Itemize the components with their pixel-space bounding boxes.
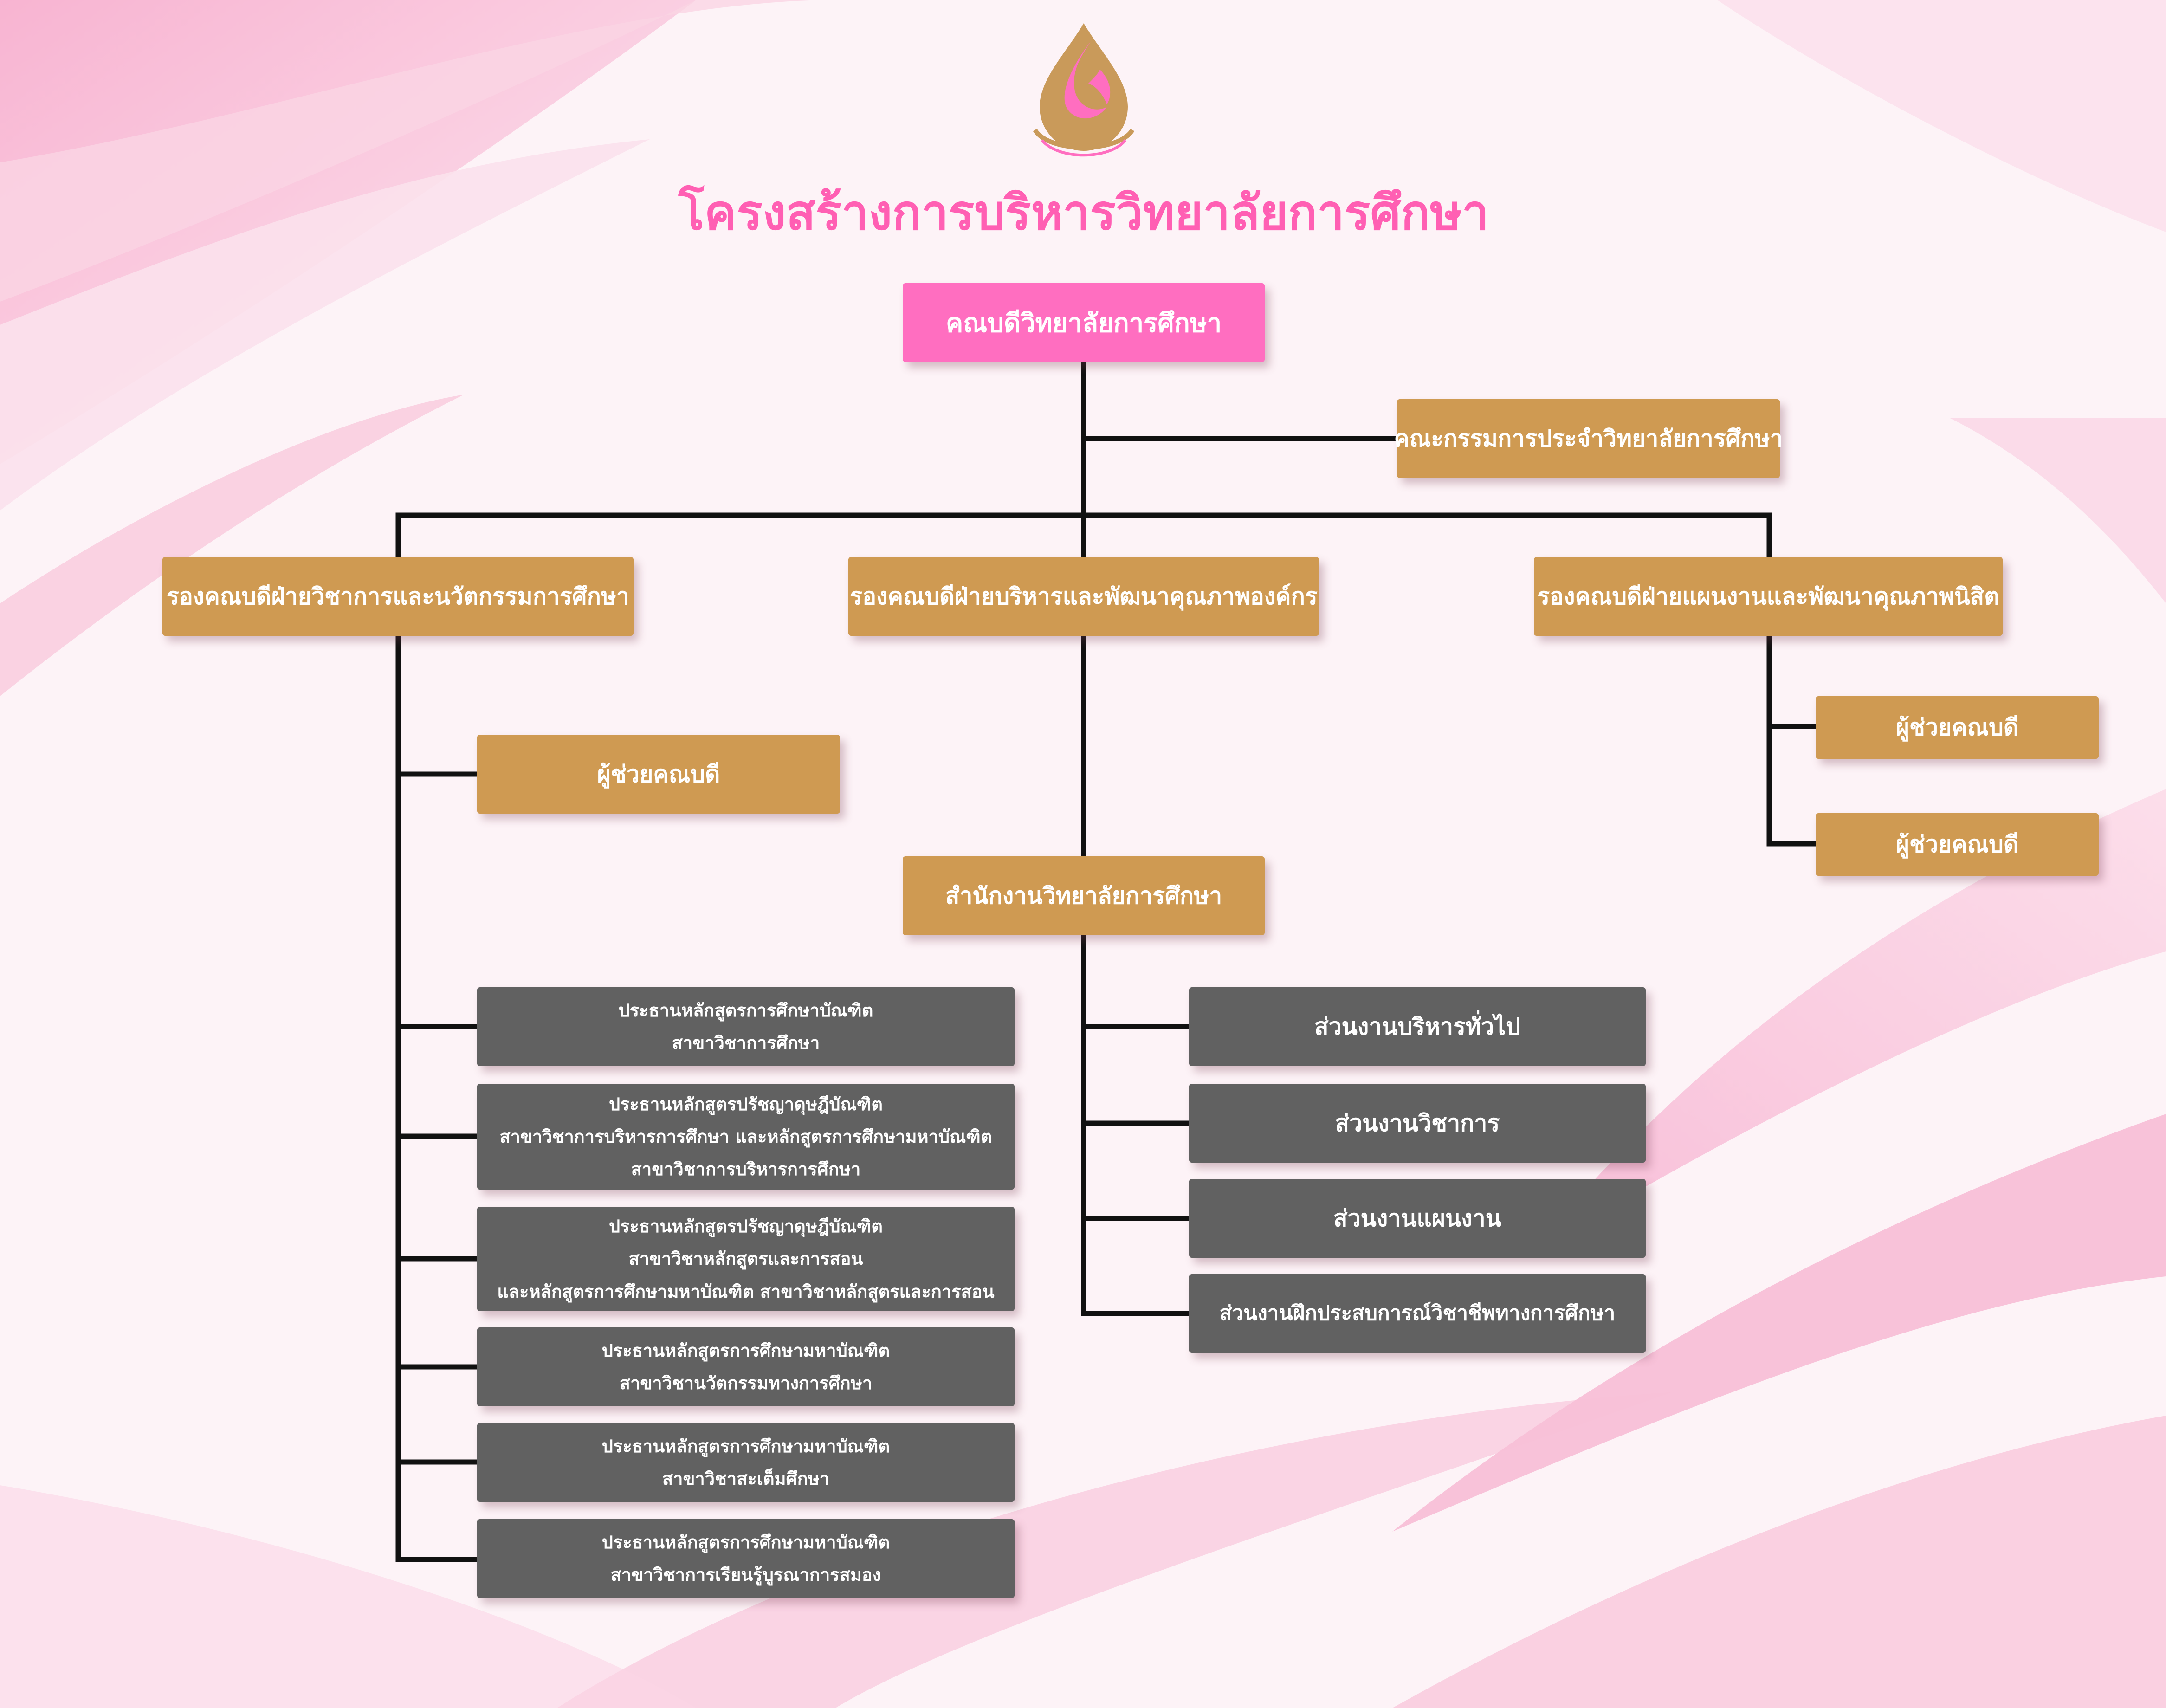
office-unit-box: ส่วนงานฝึกประสบการณ์วิชาชีพทางการศึกษา: [1189, 1274, 1646, 1353]
vice-dean-academic-label: รองคณบดีฝ่ายวิชาการและนวัตกรรมการศึกษา: [167, 582, 629, 610]
vice-dean-admin-box: รองคณบดีฝ่ายบริหารและพัฒนาคุณภาพองค์กร: [848, 557, 1319, 636]
program-line: ประธานหลักสูตรการศึกษาบัณฑิต: [618, 1000, 873, 1021]
program-chair-box: ประธานหลักสูตรการศึกษามหาบัณฑิต สาขาวิชา…: [477, 1327, 1015, 1406]
program-line: ประธานหลักสูตรปรัชญาดุษฎีบัณฑิต: [609, 1216, 883, 1237]
vice-dean-academic-box: รองคณบดีฝ่ายวิชาการและนวัตกรรมการศึกษา: [162, 557, 634, 636]
office-unit-box: ส่วนงานบริหารทั่วไป: [1189, 987, 1646, 1066]
program-line: และหลักสูตรการศึกษามหาบัณฑิต สาขาวิชาหลั…: [497, 1281, 995, 1302]
assistant-dean-label: ผู้ช่วยคณบดี: [1895, 714, 2019, 741]
program-chair-box: ประธานหลักสูตรการศึกษาบัณฑิต สาขาวิชาการ…: [477, 987, 1015, 1066]
office-unit-label: ส่วนงานวิชาการ: [1335, 1109, 1500, 1137]
assistant-dean-academic-box: ผู้ช่วยคณบดี: [477, 735, 840, 814]
assistant-dean-planning-box-1: ผู้ช่วยคณบดี: [1816, 696, 2099, 759]
program-line: สาขาวิชาการเรียนรู้บูรณาการสมอง: [610, 1565, 881, 1585]
office-unit-label: ส่วนงานฝึกประสบการณ์วิชาชีพทางการศึกษา: [1219, 1301, 1616, 1325]
program-line: ประธานหลักสูตรปรัชญาดุษฎีบัณฑิต: [609, 1093, 883, 1114]
committee-box: คณะกรรมการประจำวิทยาลัยการศึกษา: [1394, 399, 1783, 478]
college-of-education-logo: [1033, 23, 1135, 157]
office-unit-label: ส่วนงานบริหารทั่วไป: [1314, 1013, 1520, 1040]
page-title: โครงสร้างการบริหารวิทยาลัยการศึกษา: [678, 184, 1489, 241]
assistant-dean-label: ผู้ช่วยคณบดี: [597, 760, 720, 788]
vice-dean-planning-label: รองคณบดีฝ่ายแผนงานและพัฒนาคุณภาพนิสิต: [1537, 582, 1999, 610]
program-line: สาขาวิชาการบริหารการศึกษา: [631, 1159, 861, 1180]
office-unit-box: ส่วนงานแผนงาน: [1189, 1179, 1646, 1258]
program-line: สาขาวิชาสะเต็มศึกษา: [662, 1469, 830, 1489]
program-line: ประธานหลักสูตรการศึกษามหาบัณฑิต: [601, 1340, 890, 1361]
assistant-dean-planning-box-2: ผู้ช่วยคณบดี: [1816, 813, 2099, 876]
program-line: ประธานหลักสูตรการศึกษามหาบัณฑิต: [601, 1532, 890, 1553]
program-chair-box: ประธานหลักสูตรการศึกษามหาบัณฑิต สาขาวิชา…: [477, 1519, 1015, 1598]
program-line: สาขาวิชาหลักสูตรและการสอน: [628, 1249, 863, 1269]
program-line: สาขาวิชานวัตกรรมทางการศึกษา: [619, 1373, 873, 1393]
program-chair-box: ประธานหลักสูตรปรัชญาดุษฎีบัณฑิต สาขาวิชา…: [477, 1084, 1015, 1190]
program-line: สาขาวิชาการศึกษา: [672, 1033, 820, 1053]
office-label: สำนักงานวิทยาลัยการศึกษา: [945, 882, 1222, 909]
program-chair-box: ประธานหลักสูตรปรัชญาดุษฎีบัณฑิต สาขาวิชา…: [477, 1207, 1015, 1311]
office-unit-label: ส่วนงานแผนงาน: [1333, 1204, 1501, 1232]
program-chair-box: ประธานหลักสูตรการศึกษามหาบัณฑิต สาขาวิชา…: [477, 1423, 1015, 1502]
office-unit-box: ส่วนงานวิชาการ: [1189, 1084, 1646, 1163]
office-box: สำนักงานวิทยาลัยการศึกษา: [903, 856, 1265, 935]
committee-label: คณะกรรมการประจำวิทยาลัยการศึกษา: [1394, 425, 1783, 452]
dean-label: คณบดีวิทยาลัยการศึกษา: [945, 308, 1222, 338]
vice-dean-admin-label: รองคณบดีฝ่ายบริหารและพัฒนาคุณภาพองค์กร: [850, 582, 1318, 610]
assistant-dean-label: ผู้ช่วยคณบดี: [1895, 831, 2019, 858]
program-line: ประธานหลักสูตรการศึกษามหาบัณฑิต: [601, 1436, 890, 1456]
vice-dean-planning-box: รองคณบดีฝ่ายแผนงานและพัฒนาคุณภาพนิสิต: [1534, 557, 2003, 636]
dean-box: คณบดีวิทยาลัยการศึกษา: [903, 283, 1265, 362]
program-line: สาขาวิชาการบริหารการศึกษา และหลักสูตรการ…: [499, 1126, 992, 1147]
